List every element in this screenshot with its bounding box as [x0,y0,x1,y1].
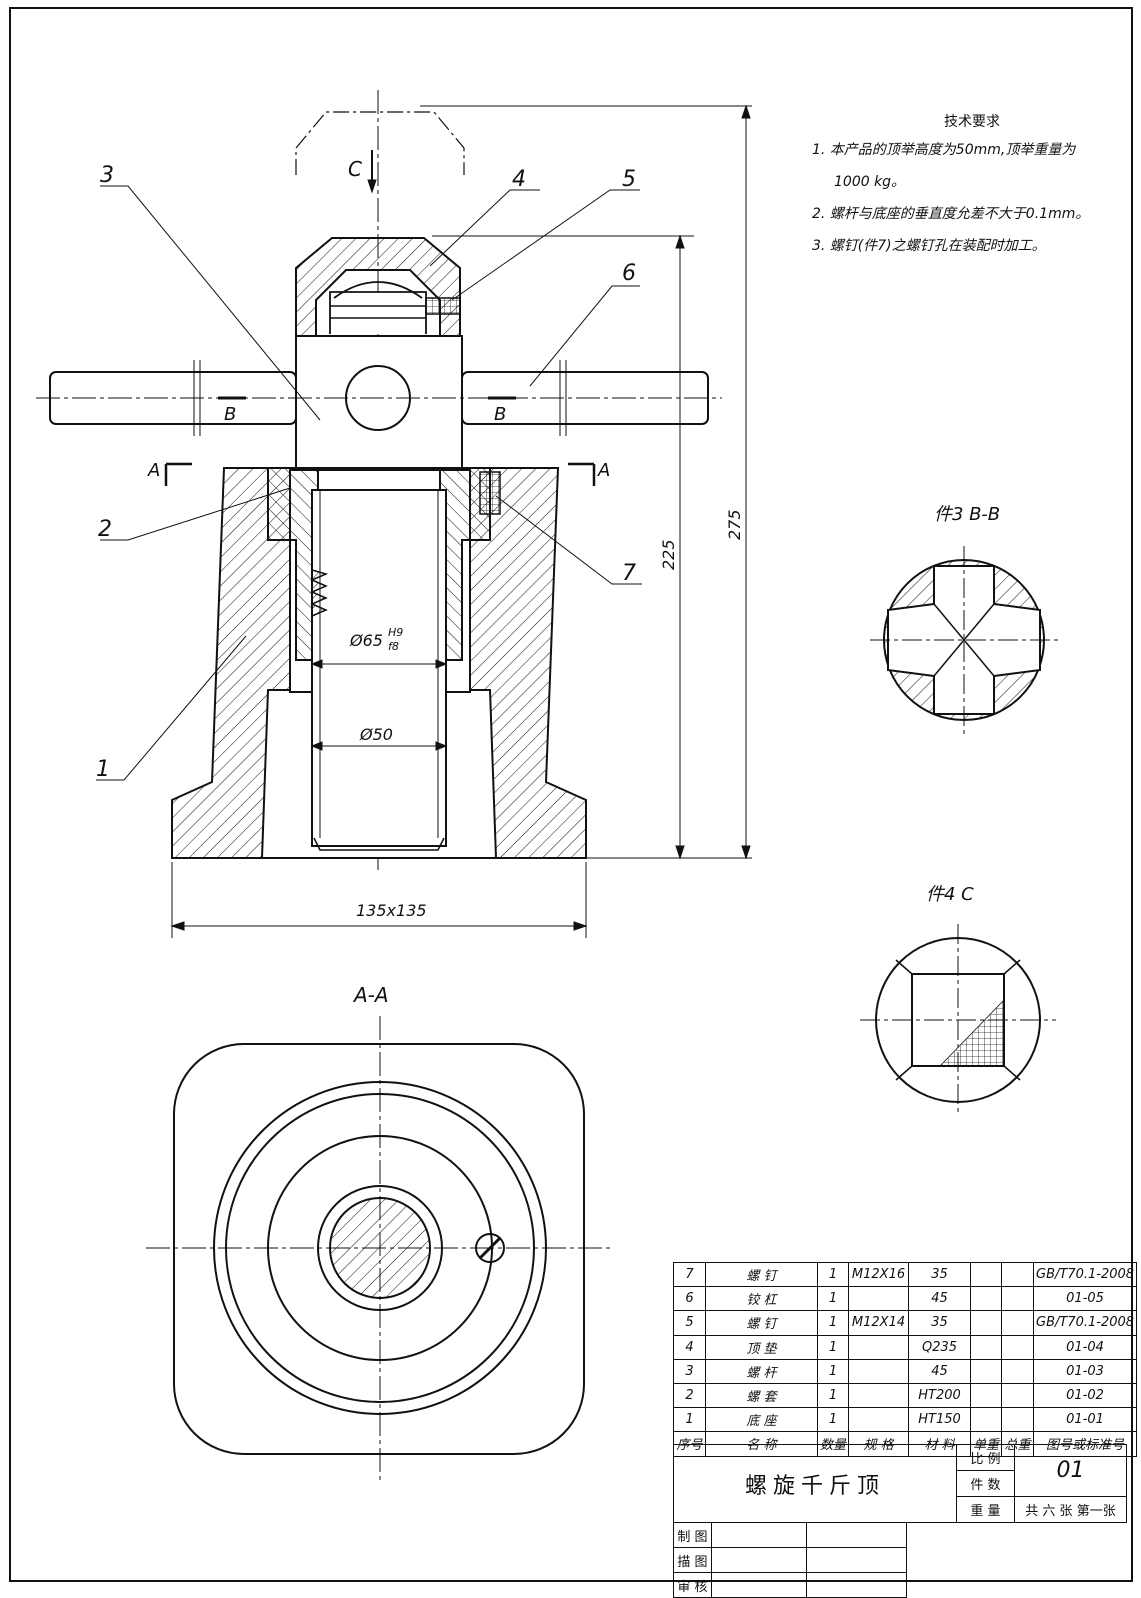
bom-qty: 1 [816,1310,850,1336]
bom-no: 7 [673,1261,706,1288]
bom-name: 螺 套 [705,1382,818,1409]
bom-material: 45 [908,1286,972,1312]
view-c-title: 件4 C [926,884,974,905]
section-bb-view [870,546,1058,734]
balloon-5: 5 [622,167,636,192]
front-view [36,90,752,938]
bom-standard: 01-04 [1033,1334,1138,1360]
drawing-number: 01 [1014,1444,1127,1497]
bom-qty: 1 [816,1334,850,1360]
bom-standard: 01-01 [1033,1407,1138,1433]
tech-req-item-1-cont: 1000 kg。 [834,174,906,190]
bom-no: 1 [673,1407,706,1433]
bom-material: 35 [908,1310,972,1336]
bom-spec: M12X16 [848,1261,910,1288]
bom-qty: 1 [816,1358,850,1384]
dim-rod-diameter: Ø50 [359,725,393,744]
cut-label-b-left: B [224,404,236,425]
drawn-label: 制 图 [673,1522,712,1548]
bom-no: 3 [673,1358,706,1384]
weight-label: 重 量 [956,1496,1015,1523]
bom-name: 螺 钉 [705,1310,818,1336]
bom-no: 4 [673,1334,706,1360]
front-view-labels: 1 2 3 4 5 6 7 A A B B C Ø65 H9 f8 Ø50 13… [96,157,744,920]
bom-spec [848,1382,910,1409]
bom-spec [848,1407,910,1433]
balloon-2: 2 [98,517,112,542]
title-block: 螺旋千斤顶 比 例 01 件 数 重 量 共 六 张 第一张 制 图 描 图 审… [673,1444,1127,1598]
bom-name: 顶 垫 [705,1334,818,1360]
traced-label: 描 图 [673,1547,712,1573]
bom-name: 螺 钉 [705,1261,818,1288]
bom-name: 螺 杆 [705,1358,818,1384]
bom-standard: 01-02 [1033,1382,1138,1409]
dim-bore-tol-lower: f8 [388,640,399,653]
dim-bore-diameter: Ø65 [349,631,383,650]
bom-qty: 1 [816,1407,850,1433]
bom-material: HT150 [908,1407,972,1433]
balloon-6: 6 [622,261,636,286]
dim-overall-height: 275 [725,509,744,540]
view-c [860,924,1056,1116]
tech-req-title: 技术要求 [944,114,1000,130]
balloon-4: 4 [512,167,526,192]
bom-standard: 01-05 [1033,1286,1138,1312]
cut-label-a-left: A [147,460,160,481]
bom-no: 6 [673,1286,706,1312]
sheet-count: 共 六 张 第一张 [1014,1496,1127,1523]
bom-standard: GB/T70.1-2008 [1033,1261,1138,1288]
bom-no: 5 [673,1310,706,1336]
balloon-1: 1 [96,757,110,782]
section-bb-title: 件3 B-B [934,504,1000,525]
bom-qty: 1 [816,1382,850,1409]
dim-base-size: 135x135 [356,901,427,920]
tech-req-item-3: 3. 螺钉(件7)之螺钉孔在装配时加工。 [812,238,1046,254]
bom-qty: 1 [816,1286,850,1312]
cut-label-c: C [348,157,362,181]
balloon-7: 7 [622,561,636,586]
bom-material: 35 [908,1261,972,1288]
dim-height: 225 [659,539,678,570]
bom-name: 底 座 [705,1407,818,1433]
checked-label: 审 核 [673,1572,712,1598]
section-aa-view [146,1016,614,1480]
balloon-3: 3 [100,163,114,188]
bom-spec [848,1358,910,1384]
section-aa-title: A-A [352,983,389,1007]
count-label: 件 数 [956,1470,1015,1497]
bom-spec: M12X14 [848,1310,910,1336]
bom-standard: GB/T70.1-2008 [1033,1310,1138,1336]
bom-material: HT200 [908,1382,972,1409]
scale-label: 比 例 [956,1444,1015,1471]
bom-spec [848,1334,910,1360]
bom-name: 铰 杠 [705,1286,818,1312]
drawing-border [9,7,1133,1582]
bom-standard: 01-03 [1033,1358,1138,1384]
tech-req-item-1: 1. 本产品的顶举高度为50mm,顶举重量为 [812,142,1076,158]
bom-spec [848,1286,910,1312]
cut-label-b-right: B [494,404,506,425]
technical-requirements: 技术要求 1. 本产品的顶举高度为50mm,顶举重量为 1000 kg。 2. … [812,112,1132,262]
cut-label-a-right: A [597,460,610,481]
drawing-title: 螺旋千斤顶 [673,1444,957,1523]
bom-qty: 1 [816,1261,850,1288]
bom-material: Q235 [908,1334,972,1360]
bom-no: 2 [673,1382,706,1409]
bom-material: 45 [908,1358,972,1384]
tech-req-item-2: 2. 螺杆与底座的垂直度允差不大于0.1mm。 [812,206,1090,222]
dim-bore-tol-upper: H9 [388,626,403,639]
